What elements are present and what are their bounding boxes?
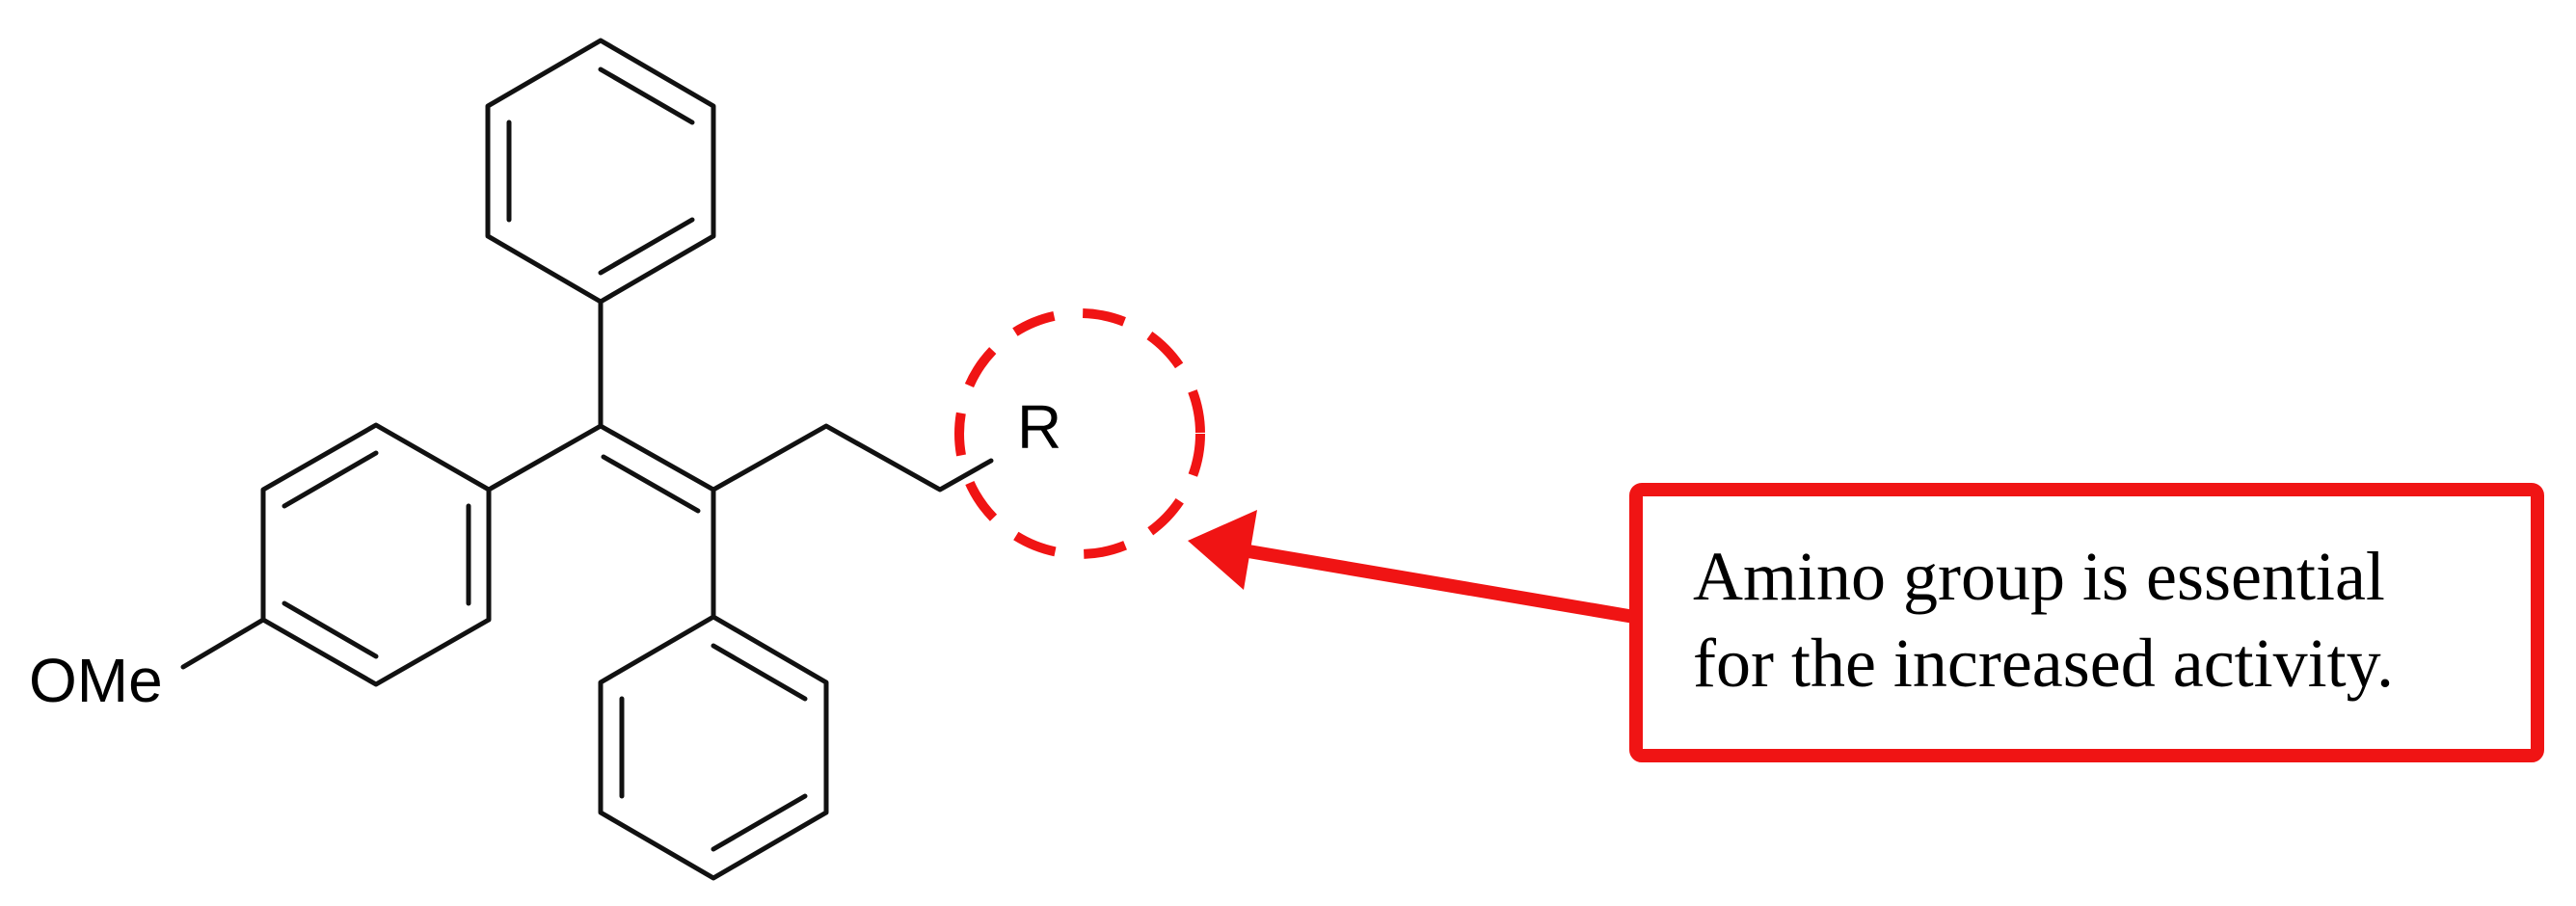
bond-alkene-to-methoxyphenyl — [486, 423, 604, 493]
methoxy-label: OMe — [29, 646, 163, 715]
callout-arrow — [1188, 510, 1636, 624]
callout-line-2: for the increased activity. — [1693, 625, 2394, 702]
bottom-phenyl-ring — [598, 614, 829, 881]
ethyl-chain — [711, 423, 994, 493]
alkene-double-bond — [598, 423, 716, 514]
r-group-highlight-circle — [954, 308, 1205, 559]
methoxyphenyl-ring — [260, 422, 492, 687]
callout-line-1: Amino group is essential — [1693, 538, 2385, 615]
bond-methoxy — [180, 617, 266, 670]
top-phenyl-ring — [485, 38, 716, 305]
callout-box — [1629, 483, 2544, 762]
r-group-label: R — [1017, 392, 1061, 462]
